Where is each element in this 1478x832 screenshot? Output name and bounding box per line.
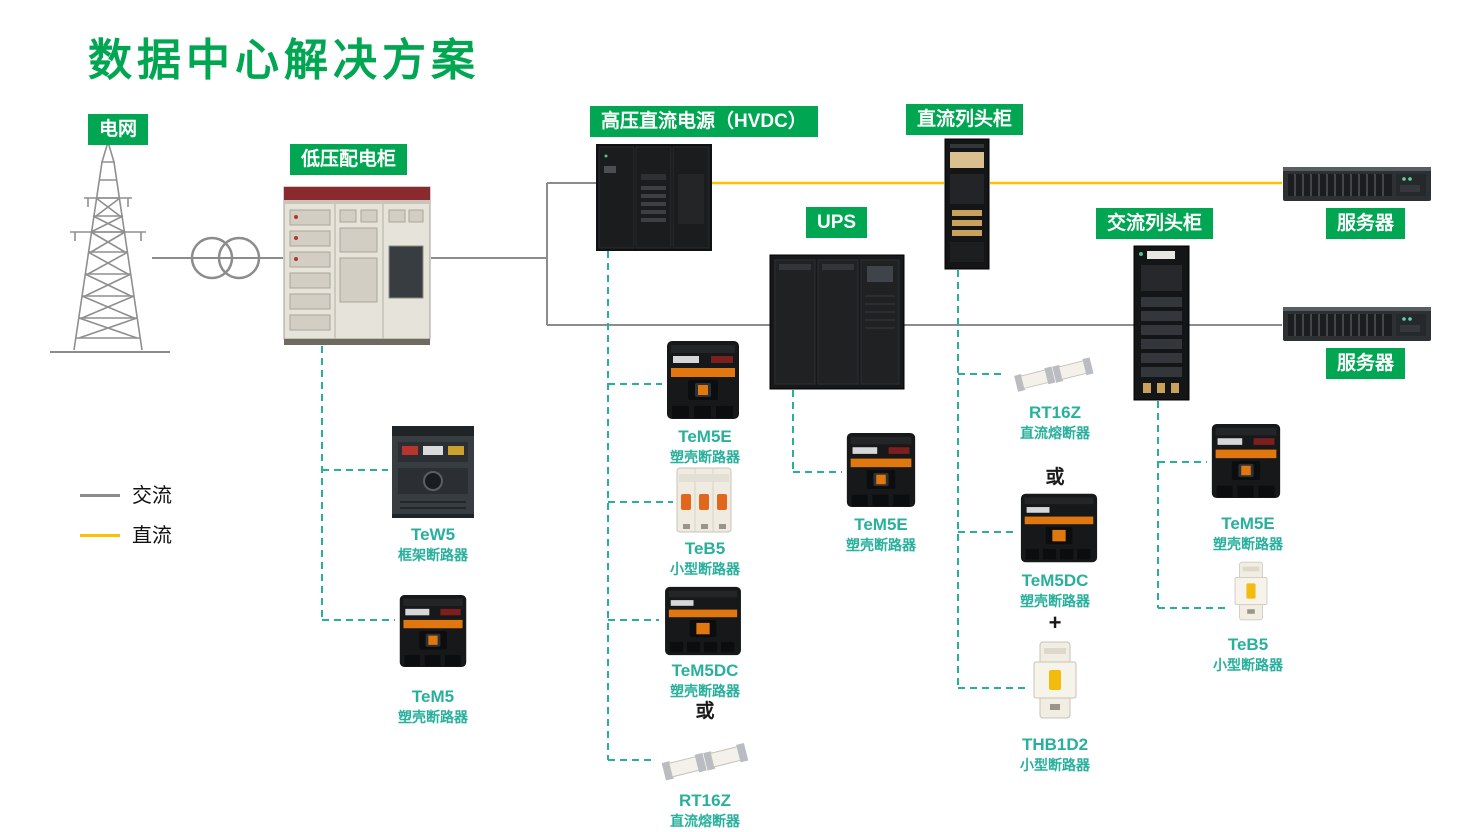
product-name: TeM5E	[678, 427, 732, 446]
product-name: TeM5E	[854, 515, 908, 534]
product-name: THB1D2	[1021, 735, 1089, 754]
rt16z-hvdc-fuse-image	[655, 732, 751, 788]
teb5-acrow-breaker-image	[1232, 556, 1270, 626]
product-type: 塑壳断路器	[670, 683, 740, 700]
tag-grid: 电网	[88, 114, 149, 145]
tag-lv-cabinet: 低压配电柜	[290, 144, 408, 175]
product-name: RT16Z	[679, 791, 731, 810]
tem5dc-hvdc-label: TeM5DC 塑壳断路器	[640, 660, 770, 700]
dc-row-cabinet-image	[944, 138, 990, 270]
legend-ac-line	[80, 494, 120, 497]
ac-row-cabinet-image	[1133, 245, 1190, 401]
page-title: 数据中心解决方案	[88, 36, 480, 85]
tag-dc-row: 直流列头柜	[906, 104, 1024, 135]
server-top-image	[1282, 159, 1432, 207]
rt16z-dcrow-label: RT16Z 直流熔断器	[990, 402, 1120, 442]
thb1d2-breaker-image	[1030, 640, 1080, 720]
plus-operator: +	[1048, 610, 1062, 635]
server-bottom-image	[1282, 299, 1432, 347]
product-type: 小型断路器	[670, 561, 740, 578]
tew5-breaker-image	[390, 424, 476, 520]
lv-distribution-cabinet-image	[283, 186, 431, 346]
product-type: 塑壳断路器	[1020, 593, 1090, 610]
thb1d2-label: THB1D2 小型断路器	[990, 734, 1120, 774]
product-type: 直流熔断器	[670, 813, 740, 830]
transmission-tower-icon	[48, 136, 168, 354]
tem5e-ups-label: TeM5E 塑壳断路器	[816, 514, 946, 554]
tem5-label: TeM5 塑壳断路器	[368, 686, 498, 726]
tem5e-ups-breaker-image	[844, 430, 918, 510]
teb5-hvdc-breaker-image	[675, 466, 733, 534]
rt16z-dcrow-fuse-image	[1008, 346, 1096, 400]
hvdc-cabinet-image	[596, 144, 712, 251]
product-name: TeB5	[1227, 635, 1269, 654]
product-type: 塑壳断路器	[398, 709, 468, 726]
product-type: 塑壳断路器	[1213, 536, 1283, 553]
transformer-icon	[190, 236, 261, 280]
product-name: TeM5DC	[1021, 571, 1089, 590]
tem5dc-dcrow-breaker-image	[1019, 490, 1099, 566]
rt16z-hvdc-label: RT16Z 直流熔断器	[640, 790, 770, 830]
product-type: 直流熔断器	[1020, 425, 1090, 442]
tag-hvdc: 高压直流电源（HVDC）	[590, 106, 818, 137]
product-type: 塑壳断路器	[670, 449, 740, 466]
tem5e-acrow-label: TeM5E 塑壳断路器	[1183, 513, 1313, 553]
product-name: TeM5DC	[671, 661, 739, 680]
legend-ac-label: 交流	[132, 485, 172, 507]
product-name: TeM5	[411, 687, 455, 706]
tag-server-bottom: 服务器	[1326, 348, 1406, 379]
or-operator-right: 或	[1045, 467, 1065, 488]
tew5-label: TeW5 框架断路器	[368, 524, 498, 564]
tem5e-hvdc-label: TeM5E 塑壳断路器	[640, 426, 770, 466]
tem5e-acrow-breaker-image	[1209, 421, 1283, 501]
tem5dc-hvdc-breaker-image	[661, 584, 745, 658]
product-type: 小型断路器	[1213, 657, 1283, 674]
product-link-lines	[321, 251, 1230, 761]
tag-ups: UPS	[806, 207, 868, 238]
product-type: 小型断路器	[1020, 757, 1090, 774]
ups-cabinet-image	[769, 254, 905, 390]
tag-server-top: 服务器	[1326, 208, 1406, 239]
product-name: TeB5	[684, 539, 726, 558]
teb5-hvdc-label: TeB5 小型断路器	[640, 538, 770, 578]
or-operator-left: 或	[695, 701, 715, 722]
tem5e-hvdc-breaker-image	[664, 338, 742, 422]
product-type: 框架断路器	[398, 547, 468, 564]
tag-ac-row: 交流列头柜	[1096, 208, 1214, 239]
teb5-acrow-label: TeB5 小型断路器	[1183, 634, 1313, 674]
product-name: TeW5	[410, 525, 456, 544]
product-name: RT16Z	[1029, 403, 1081, 422]
tem5-breaker-image	[397, 588, 469, 674]
legend-dc-label: 直流	[132, 525, 172, 547]
legend-dc-line	[80, 534, 120, 537]
tem5dc-dcrow-label: TeM5DC 塑壳断路器	[990, 570, 1120, 610]
product-type: 塑壳断路器	[846, 537, 916, 554]
product-name: TeM5E	[1221, 514, 1275, 533]
